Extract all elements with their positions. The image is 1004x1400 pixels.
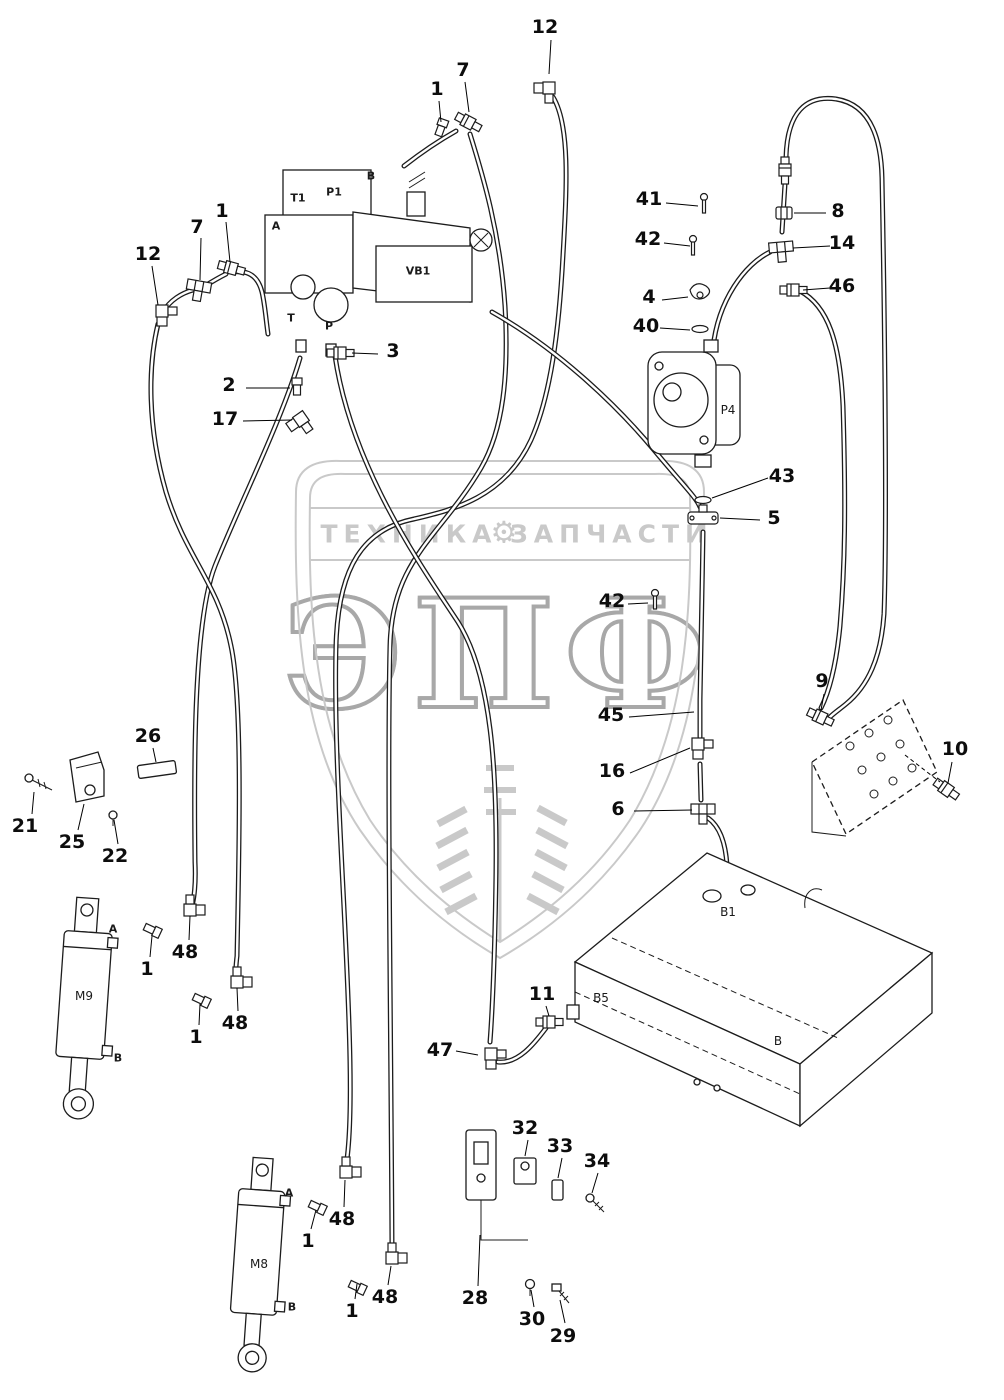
part-callout: 21 <box>11 815 39 837</box>
screw-34 <box>585 1193 605 1213</box>
o-ring-40 <box>691 324 709 334</box>
watermark-shield <box>294 459 706 960</box>
oil-tank <box>566 852 934 1128</box>
part-callout: 48 <box>171 941 199 963</box>
part-callout: 1 <box>430 78 444 100</box>
leader-lines <box>31 39 953 1324</box>
component-label-m9: M9 <box>75 989 93 1003</box>
part-callout: 5 <box>767 507 781 529</box>
port-label-b-tank: B <box>773 1034 783 1048</box>
port-label-t1: T1 <box>290 191 306 205</box>
bracket-26 <box>136 760 178 779</box>
component-label-b1: B1 <box>720 905 736 919</box>
watermark-brand-right: ЗАПЧАСТИ <box>510 519 712 549</box>
part-callout: 7 <box>190 216 204 238</box>
part-callout: 4 <box>642 286 656 308</box>
o-ring-43 <box>694 495 712 505</box>
part-callout: 25 <box>58 831 86 853</box>
part-callout: 33 <box>546 1135 574 1157</box>
part-callout: 9 <box>815 670 829 692</box>
part-callout: 29 <box>549 1325 577 1347</box>
valve-block <box>264 169 493 357</box>
part-callout: 14 <box>828 232 856 254</box>
part-callout: 17 <box>211 408 239 430</box>
port-label-m9-b: B <box>113 1051 123 1065</box>
part-callout: 48 <box>221 1012 249 1034</box>
part-callout: 1 <box>215 200 229 222</box>
gear-icon: ⚙ <box>490 515 518 551</box>
part-callout: 40 <box>632 315 660 337</box>
port-label-b-valve: B <box>366 169 376 183</box>
bracket-28 <box>465 1129 528 1241</box>
port-label-p: P <box>324 319 334 333</box>
bolt-29 <box>551 1283 570 1304</box>
part-callout: 1 <box>189 1026 203 1048</box>
watermark-wheat <box>435 765 569 942</box>
part-callout: 43 <box>768 465 796 487</box>
mounting-plate <box>811 699 938 837</box>
part-callout: 10 <box>941 738 969 760</box>
part-callout: 46 <box>828 275 856 297</box>
part-33 <box>551 1179 564 1201</box>
port-label-t: T <box>287 311 295 325</box>
screw-21 <box>24 773 53 791</box>
port-label-m8-b: B <box>287 1300 297 1314</box>
fittings <box>142 81 962 1296</box>
part-callout: 1 <box>345 1300 359 1322</box>
component-label-b5: B5 <box>593 991 609 1005</box>
part-callout: 1 <box>140 958 154 980</box>
flange-5 <box>687 504 719 525</box>
bolt-30 <box>524 1278 536 1296</box>
cylinder-m8 <box>229 1156 292 1373</box>
part-callout: 48 <box>371 1286 399 1308</box>
port-label-a-valve: A <box>271 219 281 233</box>
part-callout: 26 <box>134 725 162 747</box>
port-label-m8-a: A <box>284 1186 294 1200</box>
component-label-m8: M8 <box>250 1257 268 1271</box>
part-callout: 41 <box>635 188 663 210</box>
part-callout: 2 <box>222 374 236 396</box>
part-callout: 11 <box>528 983 556 1005</box>
port-label-p1: P1 <box>326 185 342 199</box>
part-32 <box>513 1157 537 1185</box>
part-callout: 42 <box>634 228 662 250</box>
part-callout: 34 <box>583 1150 611 1172</box>
part-4 <box>689 283 711 300</box>
part-callout: 6 <box>611 798 625 820</box>
part-callout: 12 <box>531 16 559 38</box>
part-callout: 48 <box>328 1208 356 1230</box>
part-callout: 32 <box>511 1117 539 1139</box>
part-callout: 45 <box>597 704 625 726</box>
part-callout: 28 <box>461 1287 489 1309</box>
part-callout: 16 <box>598 760 626 782</box>
component-label-p4: P4 <box>720 403 736 417</box>
part-callout: 47 <box>426 1039 454 1061</box>
part-callout: 3 <box>386 340 400 362</box>
cylinder-m9 <box>55 896 119 1120</box>
component-label-vb1: VB1 <box>405 264 431 278</box>
port-label-m9-a: A <box>108 922 118 936</box>
bracket-25 <box>69 751 105 803</box>
nut-22 <box>108 810 118 826</box>
part-callout: 7 <box>456 59 470 81</box>
pump-p4 <box>647 339 741 468</box>
part-callout: 8 <box>831 200 845 222</box>
part-callout: 22 <box>101 845 129 867</box>
nut-8 <box>775 206 793 220</box>
part-callout: 12 <box>134 243 162 265</box>
part-callout: 1 <box>301 1230 315 1252</box>
part-callout: 42 <box>598 590 626 612</box>
part-callout: 30 <box>518 1308 546 1330</box>
watermark-logo: ЭПФ <box>281 565 717 745</box>
